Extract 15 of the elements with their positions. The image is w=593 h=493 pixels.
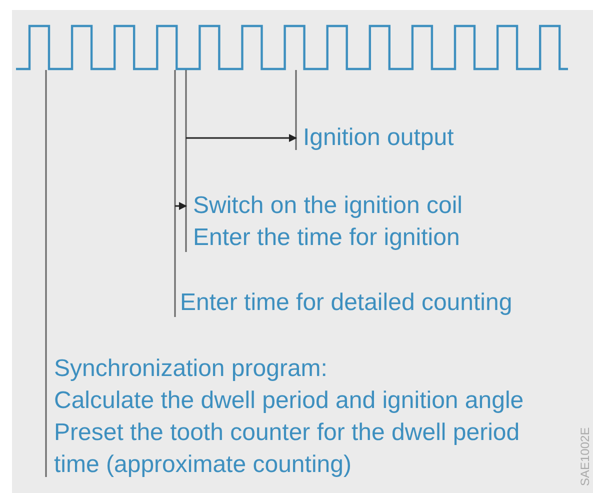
timing-step-label: Enter the time for ignition [193, 223, 461, 253]
program-heading: Synchronization program: [54, 354, 328, 384]
leader-line [185, 70, 187, 252]
arrow [186, 134, 297, 142]
timing-step-label: Preset the tooth counter for the dwell period time (approximate counting) [54, 418, 521, 480]
figure-code: SAE1002E [578, 427, 592, 486]
arrow [175, 202, 187, 210]
square-wave-signal [16, 24, 569, 70]
leader-line [174, 70, 176, 317]
timing-step-label: Switch on the ignition coil [193, 191, 464, 221]
timing-step-label: Ignition output [303, 123, 455, 153]
timing-step-label: Calculate the dwell period and ignition angle [54, 386, 525, 416]
leader-line [295, 70, 297, 150]
timing-step-label: Enter time for detailed counting [180, 288, 514, 318]
leader-line [45, 70, 47, 477]
